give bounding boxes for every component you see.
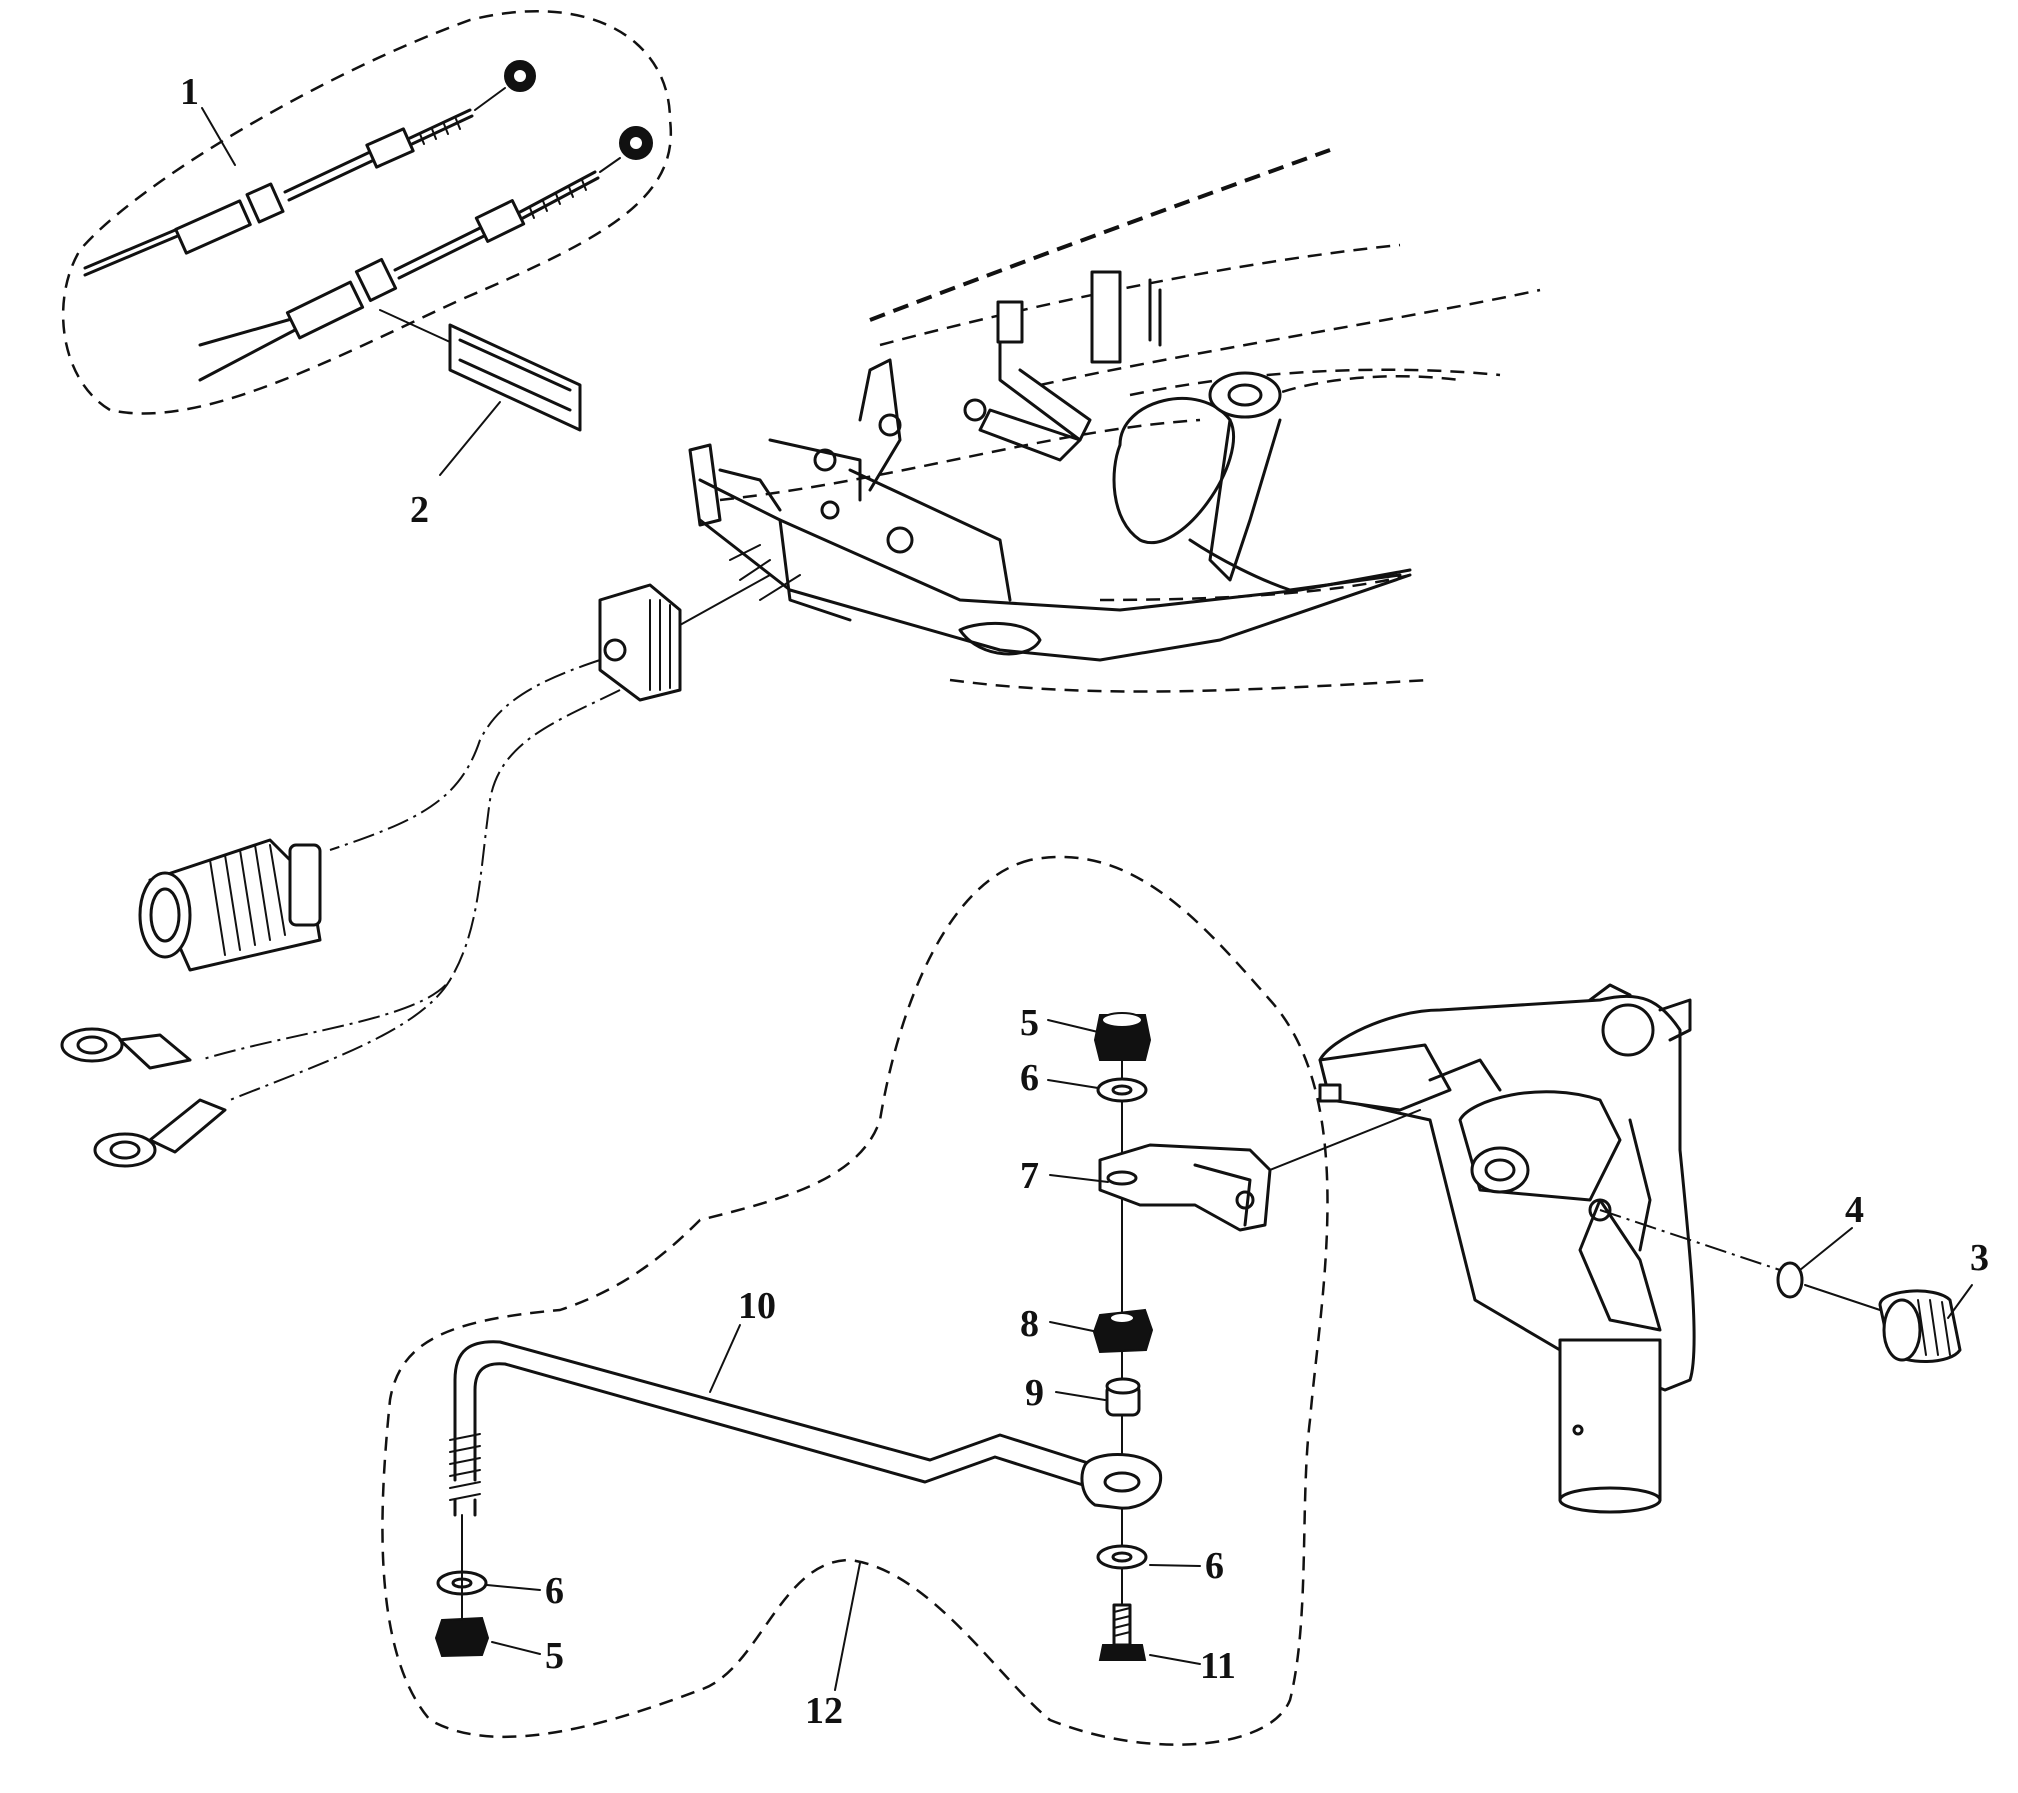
callout-9: 9 <box>1025 1372 1044 1414</box>
callout-6-top: 6 <box>1020 1057 1039 1099</box>
connector-plug <box>138 838 322 972</box>
lock-nut-upper <box>1093 1012 1152 1061</box>
control-cable-upper <box>83 60 536 277</box>
control-cable-lower <box>198 126 653 382</box>
callout-5-top: 5 <box>1020 1002 1039 1044</box>
o-ring <box>1776 1261 1804 1299</box>
link-bracket <box>1098 1143 1272 1232</box>
linkage-group <box>381 855 1329 1746</box>
callout-5-left: 5 <box>545 1635 564 1677</box>
plate-part <box>379 309 582 432</box>
callout-11: 11 <box>1200 1645 1236 1687</box>
callout-7: 7 <box>1020 1155 1039 1197</box>
cable-group <box>61 10 673 415</box>
lock-nut-lower-left <box>434 1616 490 1658</box>
swivel-bracket <box>1269 983 1696 1514</box>
shift-rod <box>449 1340 1163 1517</box>
sensor-harness <box>60 574 771 1168</box>
callout-4: 4 <box>1845 1189 1864 1231</box>
ring-terminal-upper <box>60 1027 192 1070</box>
hex-nut <box>1092 1308 1154 1354</box>
bolt <box>1098 1603 1147 1661</box>
cable-group-outline <box>61 10 673 415</box>
linkage-group-outline <box>381 855 1329 1746</box>
callout-1: 1 <box>180 71 199 113</box>
callout-3: 3 <box>1970 1237 1989 1279</box>
callout-10: 10 <box>738 1285 776 1327</box>
lower-mount-housing <box>688 148 1541 693</box>
callouts: 1 2 3 4 5 6 7 8 9 10 6 6 5 11 12 <box>180 71 1989 1732</box>
leader-lines <box>201 107 1973 1691</box>
washer-lower-right <box>1096 1544 1148 1570</box>
ring-terminal-lower <box>93 1098 227 1168</box>
bushing <box>1105 1377 1141 1417</box>
callout-6-right: 6 <box>1205 1545 1224 1587</box>
washer-upper <box>1096 1077 1148 1103</box>
callout-12: 12 <box>805 1690 843 1732</box>
callout-2: 2 <box>410 489 429 531</box>
callout-8: 8 <box>1020 1303 1039 1345</box>
flanged-bushing <box>1878 1289 1962 1363</box>
callout-6-left: 6 <box>545 1570 564 1612</box>
